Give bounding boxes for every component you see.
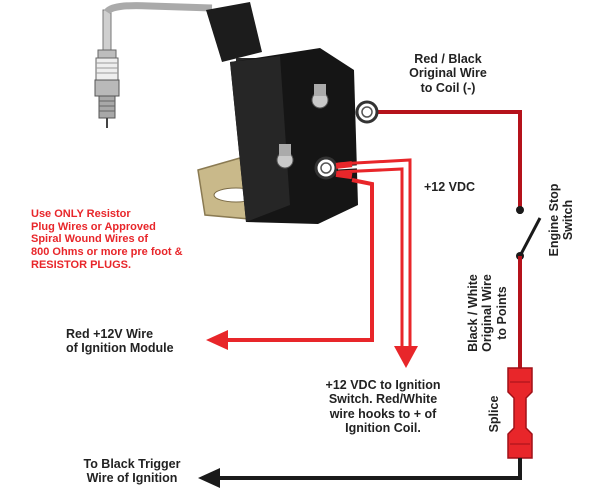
red-black-line3: to Coil (-)	[420, 80, 476, 95]
trigger-wire	[218, 458, 522, 480]
red12-line2: of Ignition Module	[66, 341, 174, 356]
engine-stop-line1: Engine Stop	[547, 183, 561, 257]
warning-line3: Spiral Wound Wires of	[31, 233, 149, 246]
ignition-coil	[197, 2, 358, 224]
ignition-switch-label: +12 VDC to Ignition Switch. Red/White wi…	[300, 378, 466, 436]
engine-stop-switch	[516, 206, 542, 260]
bw-line1: Black / White	[466, 274, 480, 352]
warning-line5: RESISTOR PLUGS.	[31, 258, 132, 271]
engine-stop-line2: Switch	[561, 199, 576, 241]
plug-wire	[104, 2, 213, 15]
red12-label: Red +12V Wire of Ignition Module	[66, 327, 206, 356]
splice-label: Splice	[487, 395, 501, 433]
spark-plug	[94, 9, 120, 128]
red12-arrow	[206, 330, 228, 350]
trigger-line1: To Black Trigger	[83, 457, 181, 471]
red-black-line1: Red / Black	[414, 52, 482, 66]
engine-stop-label: Engine Stop Switch	[547, 170, 581, 270]
bw-line2: Original Wire	[480, 274, 495, 352]
plus12-label: +12 VDC	[424, 180, 476, 194]
switch-line3: wire hooks to + of	[329, 406, 437, 421]
splice-connector	[507, 367, 533, 459]
switch-arrow	[394, 346, 418, 368]
warning-line4: 800 Ohms or more pre foot &	[31, 245, 183, 258]
switch-line4: Ignition Coil.	[345, 421, 421, 436]
red-black-wire	[376, 110, 522, 210]
bw-line3: to Points	[494, 286, 509, 340]
plus12-wire-b	[337, 167, 404, 348]
trigger-line2: Wire of Ignition	[86, 471, 178, 486]
warning-line2: Plug Wires or Approved	[31, 220, 156, 233]
resistor-warning: Use ONLY Resistor Plug Wires or Approved…	[31, 208, 211, 271]
switch-line2: Switch. Red/White	[328, 392, 438, 407]
trigger-label: To Black Trigger Wire of Ignition	[62, 457, 202, 486]
red-black-label: Red / Black Original Wire to Coil (-)	[388, 52, 508, 95]
trigger-arrow	[198, 468, 220, 488]
plus12-wire-a	[337, 158, 412, 348]
switch-line1: +12 VDC to Ignition	[325, 378, 441, 392]
black-white-label: Black / White Original Wire to Points	[466, 255, 516, 371]
red12-wire	[226, 178, 374, 342]
red12-line1: Red +12V Wire	[66, 327, 154, 341]
warning-line1: Use ONLY Resistor	[31, 208, 131, 220]
red-black-line2: Original Wire	[409, 66, 487, 81]
